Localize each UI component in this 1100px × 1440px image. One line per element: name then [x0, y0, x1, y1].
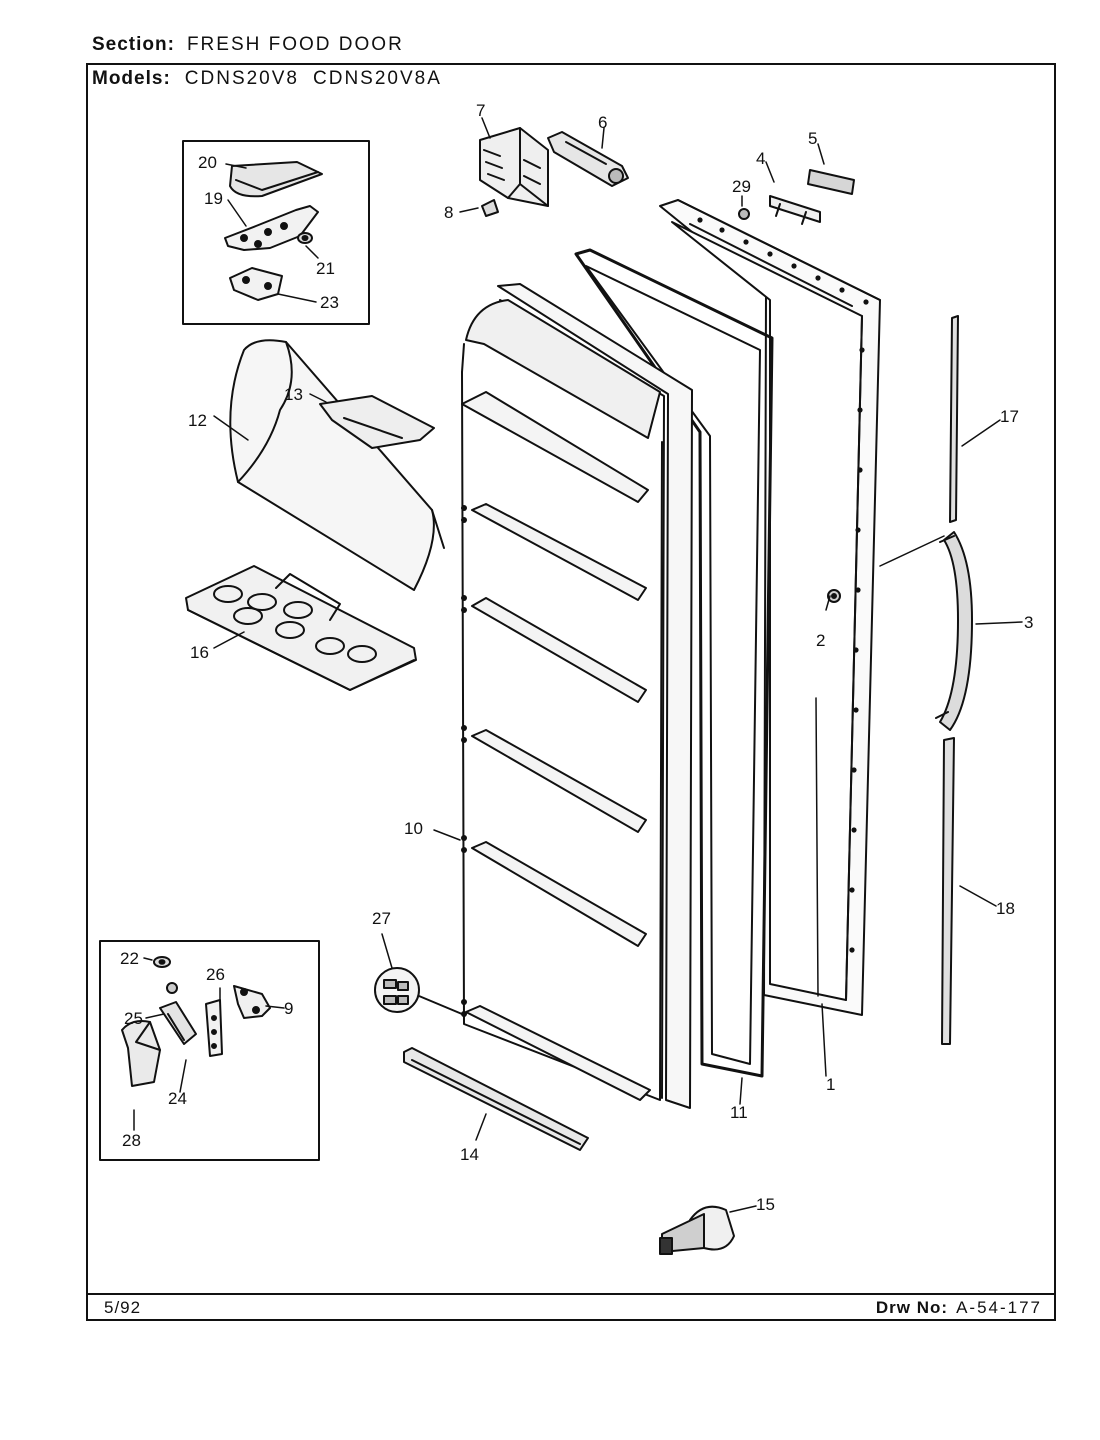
callout-number: 2: [816, 631, 825, 650]
egg-tray-part: [185, 565, 417, 691]
callout-number: 20: [198, 153, 217, 172]
callout-number: 1: [826, 1075, 835, 1094]
callout-number: 19: [204, 189, 223, 208]
lower-hinge-part: [159, 1001, 197, 1045]
callout-number: 28: [122, 1131, 141, 1150]
hinge-bushing-part: [153, 956, 171, 968]
callout-number: 17: [1000, 407, 1019, 426]
callout-number: 22: [120, 949, 139, 968]
drawing-number: Drw No: A-54-177: [876, 1298, 1042, 1318]
callout-number: 15: [756, 1195, 775, 1214]
outer-door-panel: [659, 199, 881, 1016]
callout-number: 24: [168, 1089, 187, 1108]
hinge-washer-part: [297, 232, 313, 244]
liner-mounting-bosses: [461, 505, 467, 1017]
callout-labels: 1 2 3 4 5 6 7 8 9 10 11 12 13 14 15 16 1…: [120, 101, 1033, 1214]
upper-hinge-part: [224, 205, 319, 251]
callout-number: 16: [190, 643, 209, 662]
section-heading: Section: FRESH FOOD DOOR: [92, 34, 404, 56]
drawing-number-value: A-54-177: [956, 1298, 1042, 1317]
section-value: FRESH FOOD DOOR: [186, 34, 404, 55]
dairy-door-part: [229, 339, 445, 591]
models-heading: Models: CDNS20V8 CDNS20V8A: [92, 68, 442, 90]
callout-number: 8: [444, 203, 453, 222]
callout-number: 12: [188, 411, 207, 430]
handle-screw-part: [827, 589, 841, 603]
callout-number: 10: [404, 819, 423, 838]
model-number: CDNS20V8: [184, 68, 299, 89]
door-panel-fastener-holes: [697, 217, 869, 953]
dairy-tray-part: [319, 395, 435, 449]
callout-number: 23: [320, 293, 339, 312]
upper-hinge-inset-box: [182, 140, 370, 325]
nameplate-bracket-part: [769, 195, 821, 225]
door-shelf: [461, 391, 651, 1101]
door-bottom-trim-part: [403, 1047, 589, 1151]
plug-button-part: [738, 208, 750, 220]
diagram-frame: [86, 63, 1056, 1321]
handle-trim-upper-part: [949, 315, 959, 523]
callout-number: 18: [996, 899, 1015, 918]
callout-number: 3: [1024, 613, 1033, 632]
models-label: Models:: [92, 68, 171, 89]
callout-number: 25: [124, 1009, 143, 1028]
hinge-bracket-lower-part: [233, 985, 271, 1019]
callout-number: 11: [730, 1103, 748, 1122]
section-label: Section:: [92, 34, 175, 55]
pin-clip-part: [481, 199, 499, 217]
callout-number: 13: [284, 385, 303, 404]
callout-number: 29: [732, 177, 751, 196]
hinge-shim-part: [229, 267, 283, 301]
hinge-bracket-part: [479, 127, 549, 207]
model-number: CDNS20V8A: [313, 68, 442, 89]
shelf-retainer-part: [374, 967, 463, 1015]
callout-number: 7: [476, 101, 485, 120]
callout-number: 5: [808, 129, 817, 148]
hinge-pin-part: [547, 131, 629, 187]
drawing-number-label: Drw No:: [875, 1298, 949, 1317]
callout-leader-lines: [133, 117, 1023, 1213]
hinge-spacer-part: [166, 982, 178, 994]
nameplate-part: [807, 169, 855, 195]
callout-number: 27: [372, 909, 391, 928]
drawing-date: 5/92: [104, 1298, 142, 1317]
door-handle-part: [935, 531, 973, 731]
callout-number: 4: [756, 149, 765, 168]
callout-number: 6: [598, 113, 607, 132]
door-stop-part: [121, 1020, 161, 1087]
footer-divider: [86, 1293, 1056, 1295]
hinge-cover-part: [229, 161, 323, 198]
callout-number: 14: [460, 1145, 479, 1164]
callout-number: 26: [206, 965, 225, 984]
door-closer-cam-part: [659, 1205, 735, 1255]
handle-trim-lower-part: [941, 737, 955, 1045]
lower-hinge-inset-box: [99, 940, 320, 1161]
door-liner: [461, 283, 693, 1109]
callout-number: 9: [284, 999, 293, 1018]
hinge-plate-part: [205, 999, 223, 1057]
callout-number: 21: [316, 259, 335, 278]
